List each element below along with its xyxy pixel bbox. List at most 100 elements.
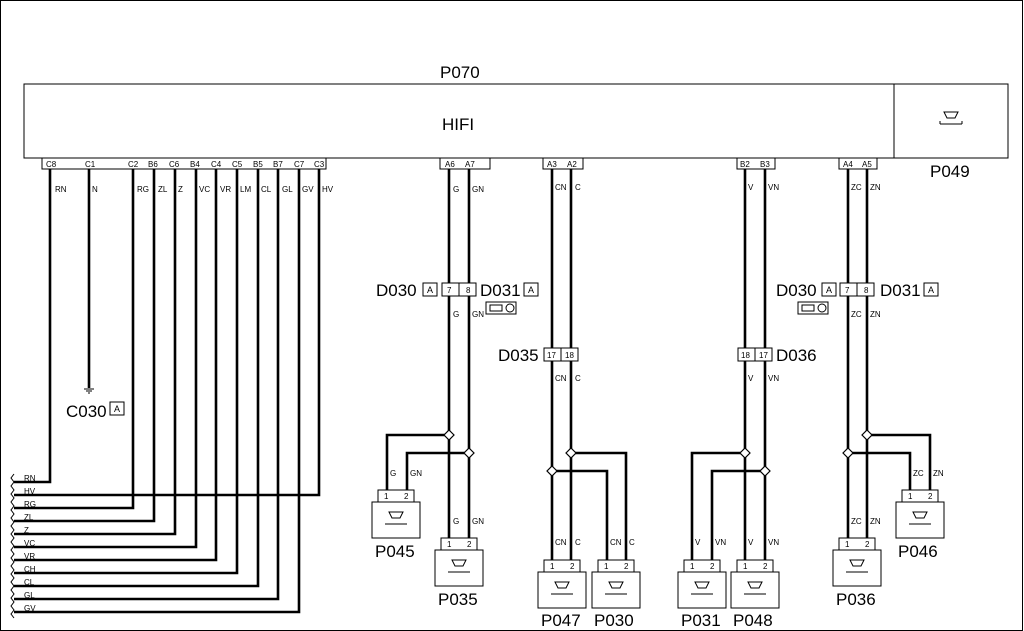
harness-color: GV — [24, 604, 36, 613]
connector-id: D030 — [776, 281, 817, 300]
wire-color: ZN — [870, 517, 881, 526]
p049-icon — [939, 111, 963, 125]
speaker-box — [730, 571, 780, 609]
speaker-box — [591, 571, 641, 609]
connector-plug-icon — [485, 301, 517, 315]
wires-a3-a2 — [550, 169, 628, 560]
harness-color: RN — [24, 474, 36, 483]
connector-pin: 18 — [565, 351, 574, 360]
connector-pin: 17 — [759, 351, 768, 360]
wire-color: RG — [137, 185, 149, 194]
speaker-id: P035 — [438, 590, 478, 609]
wire-color: C — [575, 538, 581, 547]
speaker-icon — [744, 581, 766, 595]
wire-color: G — [453, 517, 459, 526]
speaker-id: P045 — [375, 542, 415, 561]
harness-color: CH — [24, 565, 36, 574]
speaker-pin: 2 — [710, 562, 715, 571]
connector-plug-icon — [797, 301, 829, 315]
speaker-icon — [448, 559, 470, 573]
speaker-id: P030 — [594, 611, 634, 630]
pin-label: C6 — [169, 160, 180, 169]
pin-strip — [838, 157, 878, 170]
pin-strip — [41, 157, 327, 170]
speaker-pin: 1 — [690, 562, 695, 571]
wire-color: C — [575, 183, 581, 192]
wire-color: G — [453, 310, 459, 319]
wire-color: VN — [768, 183, 779, 192]
speaker-pin: 2 — [763, 562, 768, 571]
harness-color: RG — [24, 500, 36, 509]
speaker-icon — [605, 581, 627, 595]
connector-tag: A — [528, 285, 534, 295]
harness-color: ZL — [24, 513, 34, 522]
harness-break — [10, 473, 15, 619]
pin-label: C8 — [46, 160, 57, 169]
connector-pin: 17 — [547, 351, 556, 360]
pin-label: A6 — [445, 160, 455, 169]
connector-tag: A — [928, 285, 934, 295]
wire-color: C — [629, 538, 635, 547]
wire-color: CN — [555, 183, 567, 192]
splice-icon — [546, 465, 558, 477]
pin-label: A7 — [465, 160, 475, 169]
wire-color: RN — [55, 185, 67, 194]
speaker-pin: 2 — [928, 492, 933, 501]
wire-color: ZN — [933, 469, 944, 478]
wire-color: VN — [715, 538, 726, 547]
speaker-box — [434, 549, 484, 587]
wires-b2-b3 — [690, 169, 767, 560]
harness-color: HV — [24, 487, 36, 496]
wire-color: CN — [610, 538, 622, 547]
harness-color: VC — [24, 539, 35, 548]
wire-color: HV — [322, 185, 334, 194]
connector-pin: 18 — [741, 351, 750, 360]
splice-icon — [443, 429, 455, 441]
wire-color: CL — [261, 185, 272, 194]
wire-color: GV — [302, 185, 314, 194]
splice-icon — [739, 447, 751, 459]
speaker-id: P048 — [733, 611, 773, 630]
speaker-pin: 2 — [865, 540, 870, 549]
wire-color: G — [453, 185, 459, 194]
wire-color: V — [748, 374, 754, 383]
pin-label: B5 — [253, 160, 263, 169]
pin-label: A3 — [547, 160, 557, 169]
pin-label: B6 — [148, 160, 158, 169]
connector-tag: A — [826, 285, 832, 295]
wire-color: V — [748, 183, 754, 192]
speaker-pin: 2 — [624, 562, 629, 571]
wire-color: GN — [472, 185, 484, 194]
hifi-module-box — [23, 83, 1009, 159]
pin-label: B3 — [760, 160, 770, 169]
speaker-id: P046 — [898, 542, 938, 561]
wire-color: VN — [768, 374, 779, 383]
connector-pin: 8 — [864, 286, 869, 295]
speaker-id: P031 — [681, 611, 721, 630]
wire-color: GN — [410, 469, 422, 478]
wire-color: VN — [768, 538, 779, 547]
ground-icon — [84, 388, 94, 394]
speaker-icon — [846, 559, 868, 573]
wire-color: GN — [472, 310, 484, 319]
pin-label: B4 — [190, 160, 200, 169]
pin-label: C5 — [232, 160, 243, 169]
speaker-id: P047 — [541, 611, 581, 630]
wire-color: G — [390, 469, 396, 478]
pin-label: C4 — [211, 160, 222, 169]
wire-color: GN — [472, 517, 484, 526]
wire-color: GL — [282, 185, 293, 194]
module-id: P070 — [440, 63, 480, 82]
wire-color: CN — [555, 374, 567, 383]
pin-label: A4 — [843, 160, 853, 169]
wire-color: ZC — [851, 310, 862, 319]
speaker-icon — [551, 581, 573, 595]
module-side-id: P049 — [930, 162, 970, 181]
speaker-box — [832, 549, 882, 587]
connector-pin: 8 — [466, 286, 471, 295]
speaker-icon — [385, 511, 407, 525]
pin-label: B7 — [273, 160, 283, 169]
speaker-icon — [909, 511, 931, 525]
speaker-pin: 2 — [467, 540, 472, 549]
